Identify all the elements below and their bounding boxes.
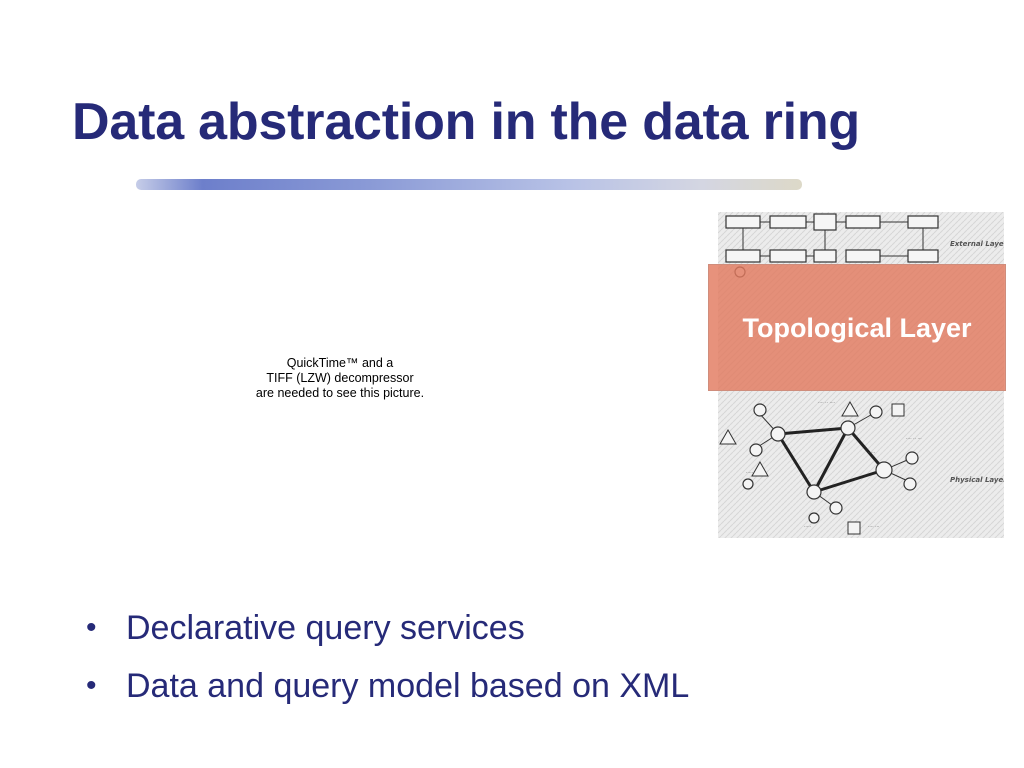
bullet-marker: • [86, 669, 97, 702]
bullet-text: Data and query model based on XML [126, 667, 690, 705]
bullet-text: Declarative query services [126, 609, 525, 647]
placeholder-line: are needed to see this picture. [255, 386, 425, 400]
svg-text:·····: ····· [746, 471, 753, 476]
svg-text:···· ·· ····: ···· ·· ···· [818, 401, 835, 406]
topological-layer-label: Topological Layer [742, 313, 972, 343]
placeholder-line: TIFF (LZW) decompressor [266, 371, 414, 385]
bullet-item: • Data and query model based on XML [86, 664, 689, 722]
topological-layer-overlay: Topological Layer [708, 264, 1006, 391]
placeholder-line: QuickTime™ and a [286, 356, 394, 370]
quicktime-placeholder: QuickTime™ and a TIFF (LZW) decompressor… [230, 356, 450, 401]
layer-label-physical: Physical Layer [950, 476, 1004, 484]
bullet-item: • Declarative query services [86, 606, 689, 664]
svg-text:·····: ····· [868, 451, 875, 456]
svg-text:···· ···: ···· ··· [868, 525, 879, 530]
bullet-list: • Declarative query services • Data and … [86, 606, 689, 722]
title-underline-rule [136, 179, 802, 190]
svg-text:·····: ····· [804, 525, 811, 530]
layer-label-external: External Layer [950, 240, 1004, 248]
slide-title: Data abstraction in the data ring [72, 93, 860, 151]
svg-text:···· ·· ···: ···· ·· ··· [906, 437, 922, 442]
bullet-marker: • [86, 611, 97, 644]
